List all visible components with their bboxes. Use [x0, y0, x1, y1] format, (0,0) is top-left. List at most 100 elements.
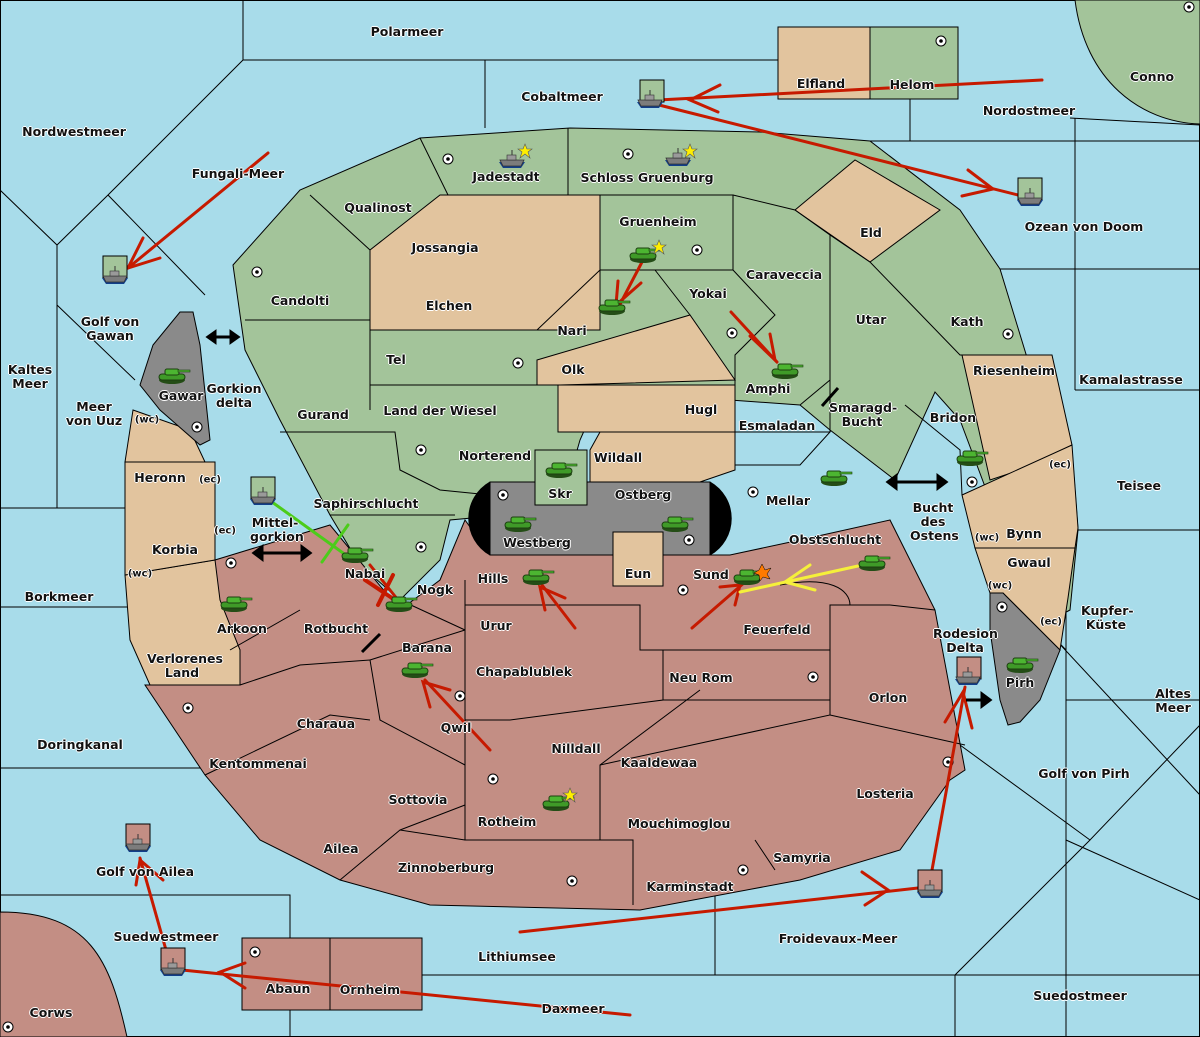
label-losteria: Losteria: [856, 786, 914, 801]
label-kath: Kath: [950, 314, 984, 329]
label-westberg: Westberg: [503, 535, 571, 550]
label-nogk: Nogk: [416, 582, 454, 597]
label-kupfer-kueste: Kupfer-Küste: [1081, 603, 1134, 632]
order-move-nogk-failed: [368, 563, 400, 602]
label-zinnoberburg: Zinnoberburg: [397, 860, 495, 875]
coast-korbia-ec: (ec): [214, 525, 236, 537]
label-rotheim: Rotheim: [477, 814, 537, 829]
label-caraveccia: Caraveccia: [745, 267, 823, 282]
label-eun: Eun: [624, 566, 652, 581]
land-borders: [204, 128, 966, 905]
label-mittel-gorkion: Mittel-gorkion: [250, 515, 304, 544]
label-kaaldewaa: Kaaldewaa: [620, 755, 698, 770]
order-move-feuerfeld: [690, 580, 747, 630]
coast-gwaul-ec: (ec): [1040, 616, 1062, 628]
label-karminstadt: Karminstadt: [646, 879, 734, 894]
label-daxmeer: Daxmeer: [541, 1001, 605, 1016]
region-ornheim[interactable]: [329, 937, 423, 1011]
label-suedwestmeer: Suedwestmeer: [113, 929, 219, 944]
label-corws: Corws: [29, 1005, 73, 1020]
region-verlorenes-land[interactable]: [124, 559, 241, 686]
label-fungali-meer: Fungali-Meer: [191, 166, 285, 181]
region-corws[interactable]: [0, 911, 128, 1037]
label-gawar: Gawar: [158, 388, 204, 403]
coast-gawar-wc: (wc): [134, 414, 160, 426]
label-nordwestmeer: Nordwestmeer: [22, 124, 126, 139]
label-riesenheim: Riesenheim: [973, 363, 1055, 378]
label-jadestadt: Jadestadt: [472, 169, 540, 184]
order-move-helom: [656, 78, 1044, 102]
region-bynn[interactable]: [961, 444, 1079, 549]
label-esmaladan: Esmaladan: [738, 418, 816, 433]
label-bynn: Bynn: [1006, 526, 1042, 541]
label-suedostmeer: Suedostmeer: [1033, 988, 1127, 1003]
region-eun[interactable]: [612, 531, 664, 587]
order-move-daxmeer: [180, 968, 632, 1017]
label-qualinost: Qualinost: [344, 200, 412, 215]
units: [101, 79, 1044, 977]
label-mellar: Mellar: [765, 493, 811, 508]
label-schloss-gruenburg: Schloss Gruenburg: [580, 170, 714, 185]
order-support-obstschlucht: [738, 564, 860, 594]
order-move-urur: [540, 583, 577, 630]
coast-gwaul-wc: (wc): [987, 580, 1013, 592]
label-abaun: Abaun: [265, 981, 311, 996]
label-golf-von-gawan: Golf von Gawan: [80, 314, 140, 343]
label-ailea: Ailea: [323, 841, 359, 856]
label-polarmeer: Polarmeer: [370, 24, 444, 39]
coast-korbia-wc: (wc): [127, 568, 153, 580]
coast-bynn-ec: (ec): [1049, 459, 1071, 471]
label-tel: Tel: [386, 352, 406, 367]
label-amphi: Amphi: [745, 381, 791, 396]
label-skr: Skr: [548, 486, 572, 501]
label-lithiumsee: Lithiumsee: [478, 949, 556, 964]
label-kentommenai: Kentommenai: [209, 756, 307, 771]
label-candolti: Candolti: [270, 293, 330, 308]
label-barana: Barana: [402, 640, 452, 655]
label-gwaul: Gwaul: [1007, 555, 1051, 570]
label-altes-meer: Altes Meer: [1155, 686, 1191, 715]
label-gruenheim: Gruenheim: [619, 214, 697, 229]
label-ostberg: Ostberg: [614, 487, 672, 502]
label-bucht-des-ostens: Bucht des Ostens: [910, 500, 959, 543]
region-conno[interactable]: [1074, 0, 1200, 125]
label-urur: Urur: [480, 618, 512, 633]
order-move-cobaltmeer: [653, 102, 1020, 197]
region-olk[interactable]: [536, 314, 736, 386]
label-nilldall: Nilldall: [551, 741, 601, 756]
label-gurand: Gurand: [297, 407, 349, 422]
label-olk: Olk: [561, 362, 585, 377]
label-elfland: Elfland: [796, 76, 846, 91]
label-qwil: Qwil: [440, 720, 472, 735]
adjacency-arrows: [205, 329, 993, 709]
label-hugl: Hugl: [684, 402, 718, 417]
label-nari: Nari: [557, 323, 587, 338]
label-verlorenes-land: Verlorenes Land: [147, 651, 223, 680]
label-yokai: Yokai: [689, 286, 727, 301]
label-rotbucht: Rotbucht: [303, 621, 369, 636]
dislodged-burst-icon: [753, 563, 772, 582]
region-elfland[interactable]: [777, 26, 871, 100]
label-kaltes-meer: Kaltes Meer: [7, 362, 53, 391]
label-eld: Eld: [860, 225, 882, 240]
region-heronn[interactable]: [124, 409, 206, 463]
label-feuerfeld: Feuerfeld: [743, 622, 811, 637]
label-doringkanal: Doringkanal: [37, 737, 123, 752]
label-meer-von-uuz: Meer von Uuz: [65, 399, 123, 428]
label-bridon: Bridon: [929, 410, 977, 425]
label-sund: Sund: [693, 567, 729, 582]
order-move-fungali: [126, 151, 270, 270]
label-golf-von-pirh: Golf von Pirh: [1038, 766, 1130, 781]
label-arkoon: Arkoon: [217, 621, 267, 636]
label-smaragd-bucht: Smaragd-Bucht: [829, 400, 898, 429]
label-teisee: Teisee: [1116, 478, 1162, 493]
label-jossangia: Jossangia: [411, 240, 479, 255]
order-move-froidevaux: [930, 685, 967, 872]
label-saphirschlucht: Saphirschlucht: [313, 496, 419, 511]
label-ornheim: Ornheim: [339, 982, 401, 997]
label-gorkion-delta: Gorkion delta: [206, 381, 262, 410]
label-helom: Helom: [889, 77, 935, 92]
